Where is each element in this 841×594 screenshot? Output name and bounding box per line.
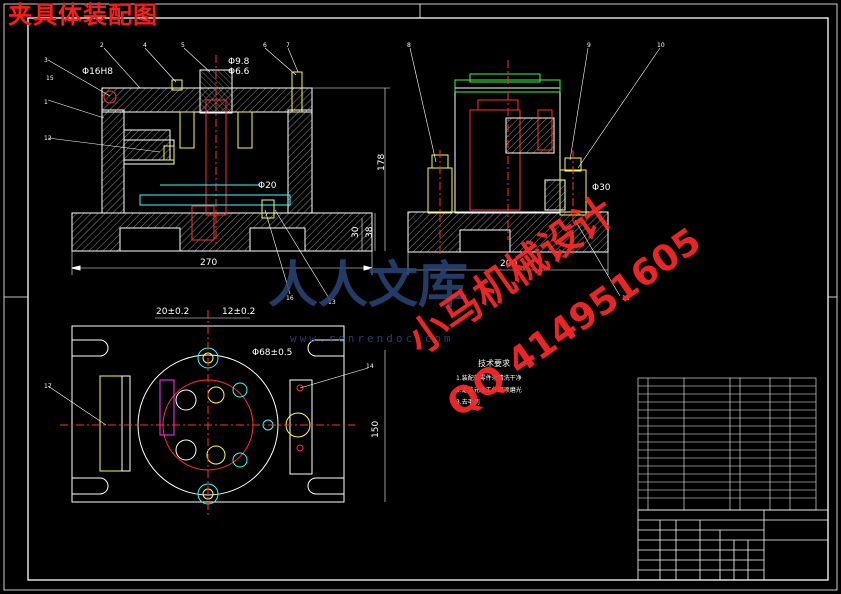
balloon: 17 [44, 383, 52, 390]
balloon: 12 [44, 135, 52, 142]
balloon: 3 [44, 57, 48, 64]
dim-20: 20±0.2 [156, 307, 189, 317]
balloon: 4 [143, 42, 147, 49]
watermark-brand: 人人文库 [268, 256, 468, 314]
tech-note-1: 1.装配前零件须清洗干净 [456, 374, 522, 382]
balloon: 15 [46, 75, 54, 82]
balloon: 1 [44, 99, 48, 106]
dim-dia-68: Φ68±0.5 [252, 348, 292, 358]
title-block [637, 509, 829, 581]
leader-lines [47, 47, 661, 426]
balloon: 7 [286, 42, 290, 49]
dim-dia-30: Φ30 [592, 183, 611, 193]
dim-front-base1: 30 [351, 226, 361, 238]
tech-note-3: 3.去毛刺 [456, 398, 480, 406]
watermark-url: www.renrendoc.com [290, 332, 454, 345]
dim-top-height: 150 [371, 421, 381, 438]
front-view [71, 55, 390, 275]
balloon: 2 [100, 42, 104, 49]
dim-12: 12±0.2 [222, 307, 255, 317]
balloon: 13 [328, 299, 336, 306]
tech-notes-heading: 技术要求 [478, 358, 510, 368]
dim-front-base2: 38 [365, 226, 375, 238]
balloon-labels: 1 2 3 4 5 6 7 8 9 10 11 12 13 14 15 16 1… [44, 42, 665, 390]
dim-dia-66: Φ6.6 [228, 67, 250, 77]
dim-front-height: 178 [377, 154, 387, 171]
top-view [60, 310, 386, 515]
balloon: 10 [657, 42, 665, 49]
dim-dia-20: Φ20 [258, 181, 277, 191]
side-view [407, 60, 609, 275]
dim-front-width: 270 [200, 258, 217, 268]
drawing-title: 夹具体装配图 [8, 1, 158, 29]
dimension-labels: 270 178 30 38 200 150 Φ9.8 Φ6.6 Φ16H8 Φ2… [82, 57, 611, 438]
drawing-frame [3, 3, 838, 591]
balloon: 6 [263, 42, 267, 49]
balloon: 5 [181, 42, 185, 49]
technical-notes: 技术要求 1.装配前零件须清洗干净 2.定位元件工作面须磨光 3.去毛刺 [456, 358, 522, 406]
balloon: 11 [622, 295, 630, 302]
balloon: 9 [587, 42, 591, 49]
parts-list [637, 377, 817, 511]
balloon: 8 [407, 42, 411, 49]
dim-dia-165: Φ16H8 [82, 67, 113, 77]
balloon: 16 [286, 295, 294, 302]
balloon: 14 [366, 363, 374, 370]
tech-note-2: 2.定位元件工作面须磨光 [456, 386, 522, 394]
dim-dia-98: Φ9.8 [228, 57, 250, 67]
dim-side-width: 200 [500, 259, 517, 269]
